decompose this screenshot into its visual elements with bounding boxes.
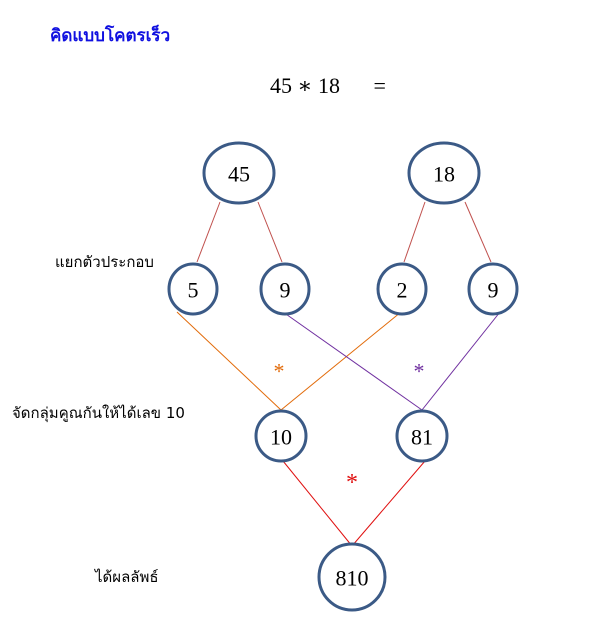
node-81: 81 (395, 409, 449, 463)
edge-9b-81 (421, 311, 501, 411)
node-5-label: 5 (188, 278, 199, 303)
node-9-left: 9 (259, 262, 311, 316)
edge-10-810 (282, 460, 353, 547)
node-45-label: 45 (228, 162, 250, 187)
node-2-label: 2 (397, 278, 408, 303)
multiply-icon-eightyone: * (414, 359, 425, 384)
label-group: จัดกลุ่มคูณกันให้ได้เลข 10 (12, 404, 185, 422)
node-5: 5 (167, 262, 219, 316)
node-18: 18 (407, 141, 481, 205)
node-9-right: 9 (467, 262, 519, 316)
node-45: 45 (202, 141, 276, 205)
page-title: คิดแบบโคตรเร็ว (50, 26, 171, 46)
edge-2-10 (280, 311, 402, 411)
equation-equals: = (373, 73, 386, 98)
node-18-label: 18 (433, 162, 455, 187)
connectors (176, 201, 501, 547)
multiply-icon-ten: * (274, 359, 285, 384)
node-2: 2 (376, 262, 428, 316)
equation-right: 18 (317, 73, 340, 98)
node-810-label: 810 (336, 566, 369, 591)
node-810: 810 (317, 542, 387, 612)
equation-left: 45 (270, 73, 292, 98)
equation: 45 ∗ 18 = (270, 73, 386, 99)
edge-18-9 (464, 201, 492, 263)
edge-18-2 (403, 201, 426, 263)
node-9-right-label: 9 (488, 278, 499, 303)
edge-9a-81 (282, 311, 423, 411)
node-81-label: 81 (411, 425, 433, 450)
edge-45-9 (257, 201, 283, 263)
edge-45-5 (196, 201, 221, 263)
edge-5-10 (176, 311, 282, 411)
edge-81-810 (351, 460, 426, 547)
node-10: 10 (254, 409, 308, 463)
label-factorize: แยกตัวประกอบ (55, 253, 154, 271)
label-result: ได้ผลลัพธ์ (95, 568, 159, 586)
multiply-icon-final: * (346, 470, 358, 496)
node-9-left-label: 9 (280, 278, 291, 303)
node-10-label: 10 (270, 425, 292, 450)
equation-operator: ∗ (297, 73, 313, 98)
